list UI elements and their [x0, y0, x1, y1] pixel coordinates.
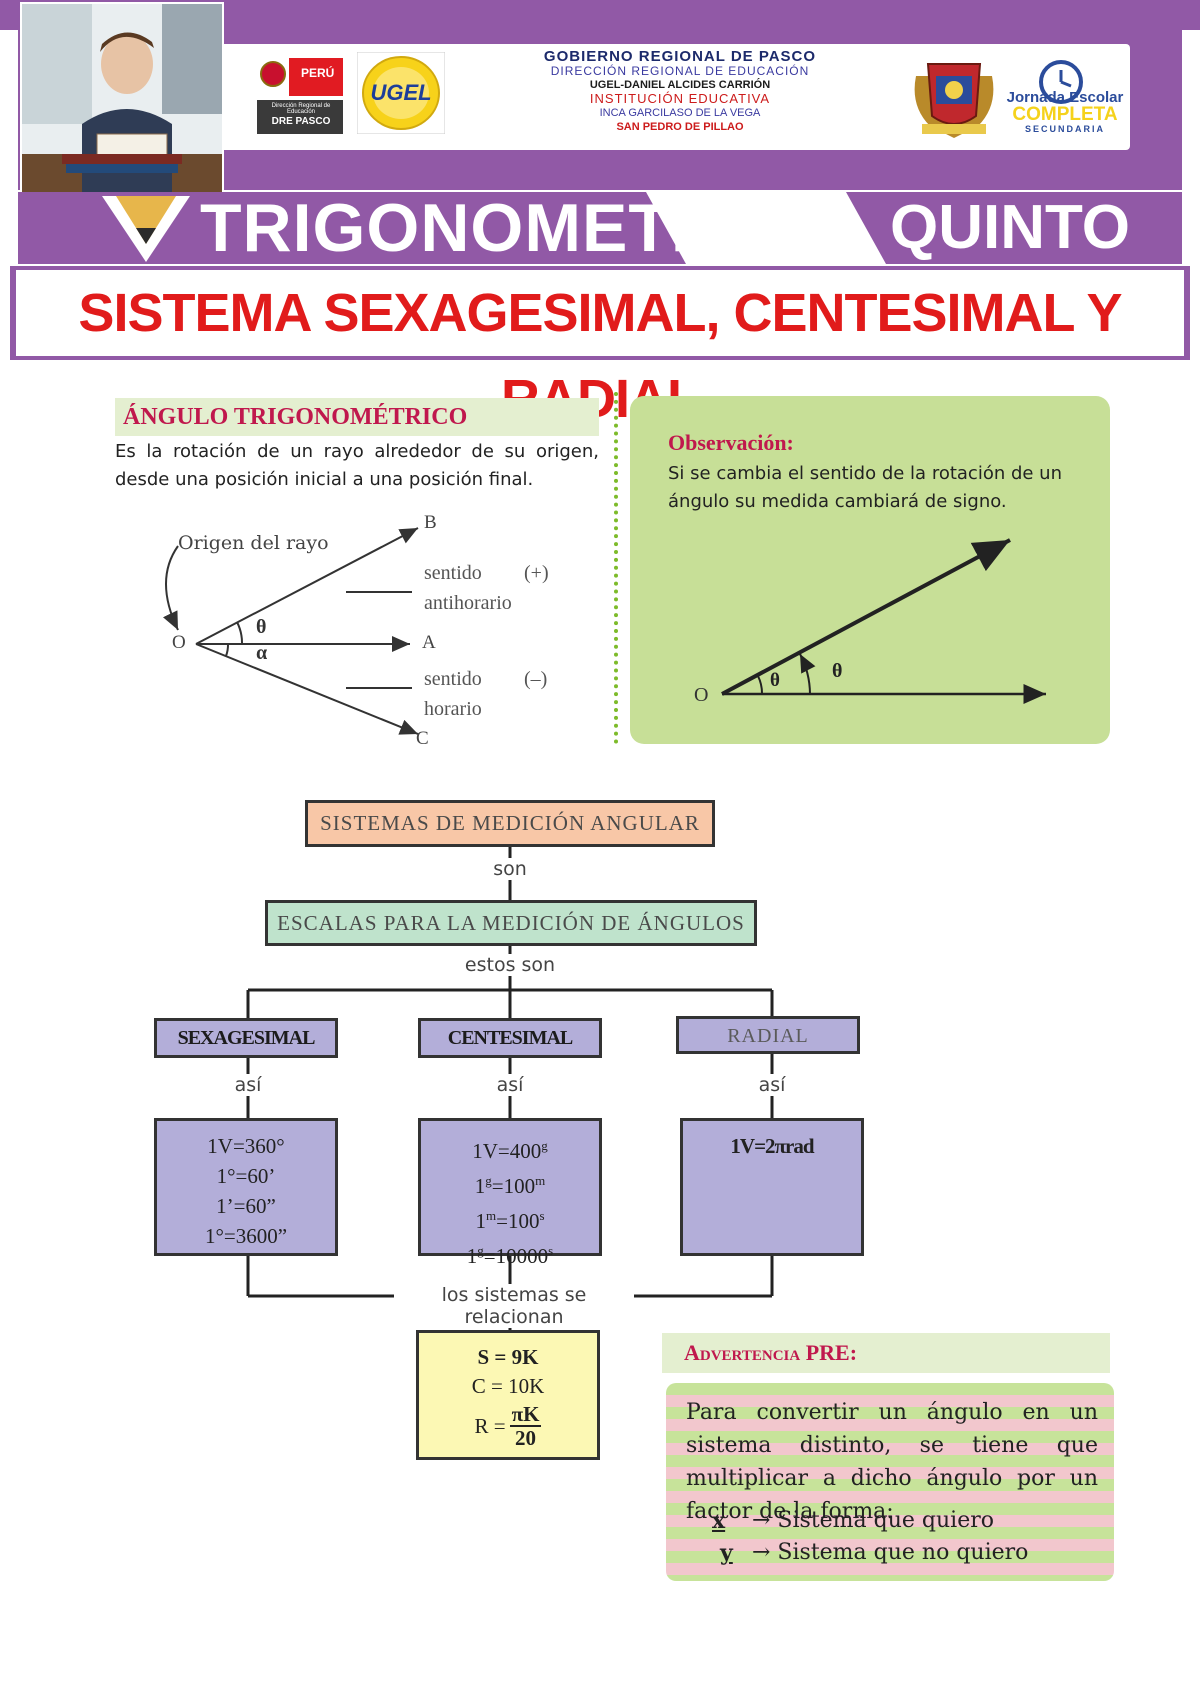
ugel-logo: UGEL	[356, 51, 446, 135]
angle-figure	[163, 527, 419, 735]
warning-x: x	[712, 1508, 726, 1534]
relation-r-numerator: πK	[509, 1402, 542, 1427]
cente-eq-1: 1V=400g	[472, 1138, 548, 1163]
measurement-systems-box: SISTEMAS DE MEDICIÓN ANGULAR	[305, 800, 715, 847]
dre-pasco-logo: PERÚ Dirección Regional de Educación DRE…	[257, 52, 343, 134]
jec-line2: COMPLETA	[1012, 104, 1118, 125]
warning-box	[666, 1383, 1114, 1581]
gov-name: GOBIERNO REGIONAL DE PASCO	[543, 48, 817, 65]
sexa-eq-3: 1’=60”	[216, 1194, 276, 1218]
son-label: son	[460, 858, 560, 880]
jec-line3: SECUNDARIA	[1024, 124, 1105, 134]
radial-equivalences: 1V=2πrad	[680, 1118, 864, 1256]
point-c: C	[416, 728, 429, 749]
radial-box: RADIAL	[676, 1016, 860, 1054]
sexagesimal-equivalences: 1V=360° 1°=60’ 1’=60” 1°=3600”	[154, 1118, 338, 1256]
cente-eq-4: 1g=10000s	[466, 1243, 554, 1268]
relation-box: S = 9K C = 10K R = πK 20	[416, 1330, 600, 1460]
ray-oc	[195, 643, 419, 735]
school-name: INCA GARCILASO DE LA VEGA	[599, 107, 761, 119]
jec-logo: Jornada Escolar COMPLETA SECUNDARIA	[1005, 56, 1125, 140]
obs-theta-outer: θ	[832, 660, 843, 682]
header-institution-text: GOBIERNO REGIONAL DE PASCO DIRECCIÓN REG…	[470, 48, 890, 134]
subject-band	[18, 192, 1182, 264]
obs-arc-outer	[799, 653, 816, 695]
alpha-arc	[225, 643, 230, 657]
obs-ray-terminal	[721, 538, 1011, 696]
pencil-icon	[102, 196, 190, 262]
radial-eq-1: 1V=2πrad	[730, 1134, 814, 1158]
origin-pointer-arrow	[163, 545, 179, 631]
grade-title: QUINTO	[890, 193, 1130, 262]
observation-title: Observación:	[668, 430, 794, 455]
relation-s: S = 9K	[477, 1345, 539, 1369]
point-b: B	[424, 512, 437, 533]
angle-definition: Es la rotación de un rayo alrededor de s…	[115, 441, 599, 490]
warning-y: y	[720, 1540, 733, 1566]
ccw-text-1: sentido	[424, 562, 482, 584]
dre-caption: Dirección Regional de Educación	[271, 103, 331, 115]
origin-label: Origen del rayo	[178, 532, 329, 554]
student-photo	[20, 2, 224, 196]
jec-line1: Jornada Escolar	[1006, 89, 1124, 106]
peru-label: PERÚ	[301, 66, 335, 80]
point-o: O	[172, 632, 186, 653]
sexagesimal-box: SEXAGESIMAL	[154, 1018, 338, 1058]
angle-heading: ÁNGULO TRIGONOMÉTRICO	[115, 398, 599, 436]
ray-ob	[195, 527, 419, 645]
ccw-text-2: antihorario	[424, 592, 512, 614]
dre-name: DIRECCIÓN REGIONAL DE EDUCACIÓN	[550, 64, 810, 78]
clock-icon	[1039, 60, 1083, 104]
sexagesimal-asi: así	[198, 1074, 298, 1096]
cw-text-1: sentido	[424, 668, 482, 690]
cente-eq-3: 1m=100s	[475, 1208, 545, 1233]
ugel-label: UGEL	[370, 80, 432, 105]
theta-arc	[236, 621, 244, 645]
cw-text-2: horario	[424, 698, 482, 720]
estos-son-label: estos son	[410, 954, 610, 976]
warning-heading: Advertencia PRE:	[662, 1333, 1110, 1373]
sexa-eq-4: 1°=3600”	[204, 1224, 288, 1248]
relation-label: los sistemas se relacionan	[394, 1284, 634, 1328]
school-crest-logo	[906, 46, 1002, 142]
cw-sign: (–)	[524, 668, 548, 690]
radial-asi: así	[722, 1074, 822, 1096]
alpha-label: α	[256, 642, 268, 664]
student-reading-illustration	[22, 4, 222, 194]
obs-theta-inner: θ	[770, 670, 780, 691]
point-a: A	[422, 632, 436, 653]
relation-r: R = πK 20	[474, 1402, 542, 1450]
scales-box: ESCALAS PARA LA MEDICIÓN DE ÁNGULOS	[265, 900, 757, 946]
sexa-eq-1: 1V=360°	[207, 1134, 285, 1158]
school-place: SAN PEDRO DE PILLAO	[616, 121, 744, 133]
centesimal-box: CENTESIMAL	[418, 1018, 602, 1058]
ccw-sign: (+)	[524, 562, 549, 584]
warning-text: Para convertir un ángulo en un sistema d…	[686, 1400, 1098, 1524]
theta-label: θ	[256, 616, 267, 638]
subject-band-cut	[646, 192, 886, 264]
observation-text: Si se cambia el sentido de la rotación d…	[668, 463, 1062, 512]
obs-arc-inner	[757, 675, 764, 695]
warning-x-desc: → Sistema que quiero	[752, 1508, 994, 1533]
section-divider	[614, 392, 618, 744]
centesimal-equivalences: 1V=400g 1g=100m 1m=100s 1g=10000s	[418, 1118, 602, 1268]
obs-point-o: O	[694, 684, 709, 706]
observation-figure	[721, 538, 1046, 704]
sexa-eq-2: 1°=60’	[216, 1164, 276, 1188]
warning-y-desc: → Sistema que no quiero	[752, 1540, 1029, 1565]
ugel-name: UGEL-DANIEL ALCIDES CARRIÓN	[589, 79, 771, 91]
dre-pasco-label: DRE PASCO	[271, 116, 331, 127]
topic-background	[16, 270, 1184, 356]
relation-r-denominator: 20	[515, 1426, 537, 1450]
cente-eq-2: 1g=100m	[474, 1173, 546, 1198]
relation-c: C = 10K	[471, 1374, 545, 1398]
ie-label: INSTITUCIÓN EDUCATIVA	[589, 91, 771, 106]
centesimal-asi: así	[460, 1074, 560, 1096]
